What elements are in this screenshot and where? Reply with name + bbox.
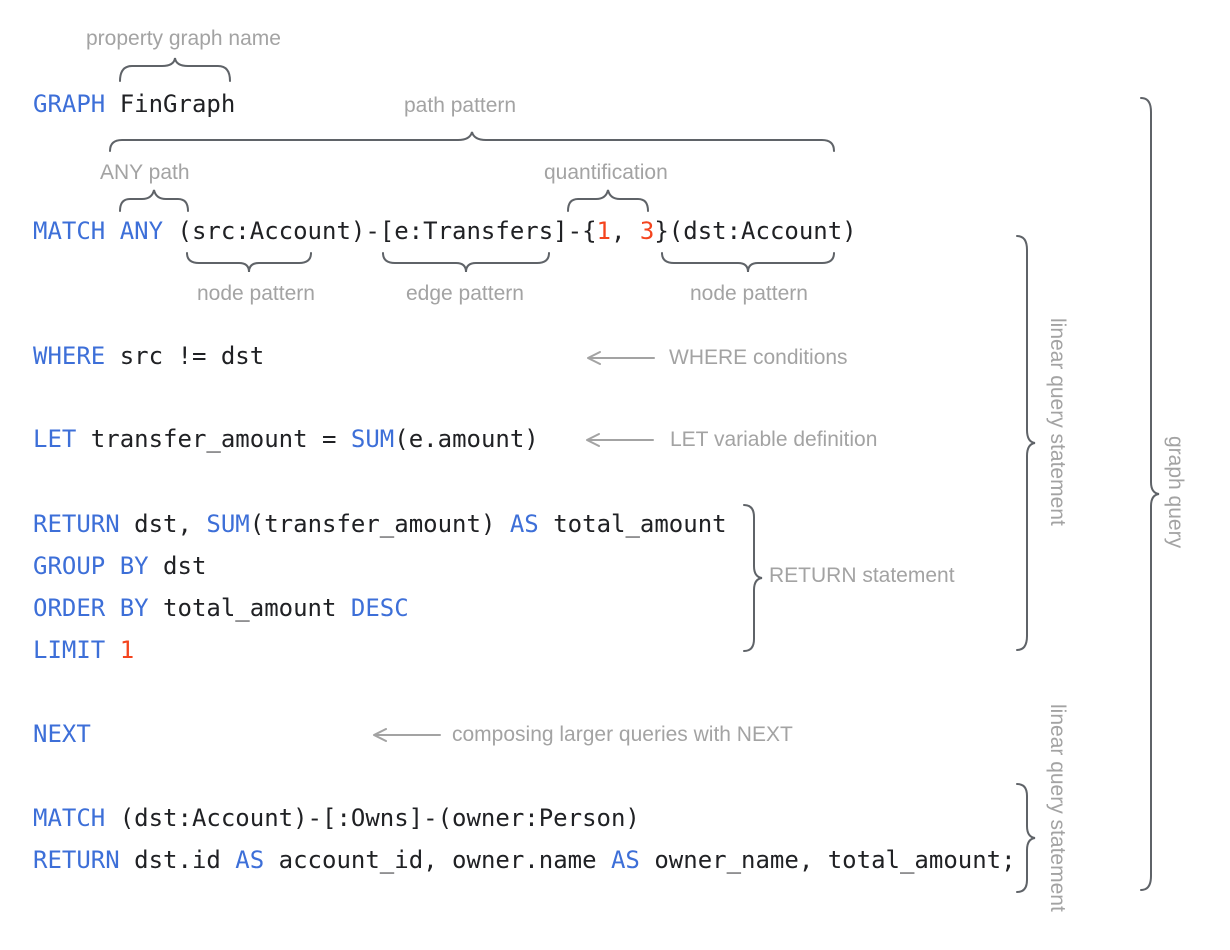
code-token-kw: LIMIT (33, 636, 106, 664)
code-line-return: RETURN dst, SUM(transfer_amount) AS tota… (33, 509, 727, 539)
code-line-match2: MATCH (dst:Account)-[:Owns]-(owner:Perso… (33, 803, 640, 833)
brace-quantification (567, 189, 649, 212)
code-token-kw: ORDER BY (33, 594, 149, 622)
code-token-plain: dst.id (119, 846, 236, 874)
brace-any-path (119, 189, 189, 212)
brace-node-pattern-left (186, 252, 312, 273)
annotation-graph-query: graph query (1164, 436, 1187, 549)
code-token-plain (105, 636, 119, 664)
annotation-path-pattern: path pattern (404, 94, 517, 117)
code-token-plain: (e.amount) (394, 425, 539, 453)
annotation-edge-pattern: edge pattern (406, 282, 524, 305)
code-token-plain: dst (148, 552, 207, 580)
code-token-kw: SUM (206, 510, 250, 538)
code-token-kw: AS (235, 846, 265, 874)
code-token-kw: NEXT (33, 720, 91, 748)
code-line-graph: GRAPH FinGraph (33, 89, 235, 119)
code-token-plain: (transfer_amount) (249, 510, 510, 538)
brace-linear-query-statement-2 (1016, 783, 1036, 893)
code-token-kw: RETURN (33, 510, 120, 538)
code-token-plain: , (610, 217, 640, 245)
annotation-any-path: ANY path (100, 161, 190, 184)
code-token-plain: FinGraph (105, 90, 236, 118)
code-token-kw: SUM (350, 425, 395, 453)
arrow-composing-with-next (373, 728, 441, 742)
code-token-plain: }(dst:Account) (654, 217, 857, 245)
code-token-kw: AS (509, 510, 539, 538)
annotation-node-pattern-right: node pattern (690, 282, 808, 305)
code-token-plain: (src:Account)-[e:Transfers]-{ (163, 217, 597, 245)
code-token-num: 1 (596, 217, 611, 245)
brace-edge-pattern (382, 252, 550, 273)
code-token-plain: account_id, owner.name (264, 846, 611, 874)
code-line-return2: RETURN dst.id AS account_id, owner.name … (33, 845, 1016, 875)
code-token-kw: GRAPH (33, 90, 106, 118)
annotation-node-pattern-left: node pattern (197, 282, 315, 305)
code-token-kw: MATCH (33, 804, 106, 832)
arrow-let-variable-definition (586, 433, 654, 447)
annotation-linear-query-statement-1: linear query statement (1046, 318, 1069, 526)
code-token-plain: (dst:Account)-[:Owns]-(owner:Person) (105, 804, 640, 832)
code-token-plain: dst, (119, 510, 207, 538)
code-line-order-by: ORDER BY total_amount DESC (33, 593, 409, 623)
code-token-kw: DESC (350, 594, 409, 622)
code-token-kw: LET (33, 425, 77, 453)
code-token-kw: WHERE (33, 342, 106, 370)
annotation-return-statement: RETURN statement (769, 564, 955, 587)
brace-node-pattern-right (661, 252, 835, 273)
code-line-next: NEXT (33, 719, 91, 749)
brace-path-pattern (109, 131, 835, 152)
arrow-where-conditions (587, 351, 655, 365)
code-line-limit: LIMIT 1 (33, 635, 134, 665)
annotation-composing-with-next: composing larger queries with NEXT (452, 723, 793, 746)
code-line-group-by: GROUP BY dst (33, 551, 206, 581)
code-token-num: 3 (639, 217, 655, 245)
code-line-match-any: MATCH ANY (src:Account)-[e:Transfers]-{1… (33, 216, 857, 246)
brace-return-statement (743, 504, 763, 652)
code-token-kw: GROUP BY (33, 552, 149, 580)
code-line-where: WHERE src != dst (33, 341, 264, 371)
code-token-plain: transfer_amount = (76, 425, 351, 453)
code-token-num: 1 (119, 636, 135, 664)
brace-graph-query (1140, 97, 1160, 891)
annotation-let-variable-definition: LET variable definition (670, 428, 878, 451)
brace-linear-query-statement-1 (1016, 235, 1036, 651)
code-token-plain: owner_name, total_amount; (639, 846, 1016, 874)
annotation-property-graph-name: property graph name (86, 27, 281, 50)
code-line-let: LET transfer_amount = SUM(e.amount) (33, 424, 539, 454)
annotation-linear-query-statement-2: linear query statement (1046, 704, 1069, 912)
code-token-plain: total_amount (538, 510, 727, 538)
code-token-kw: RETURN (33, 846, 120, 874)
code-token-plain: total_amount (148, 594, 351, 622)
code-token-plain: src != dst (105, 342, 265, 370)
code-token-kw: MATCH ANY (33, 217, 164, 245)
code-token-kw: AS (610, 846, 640, 874)
annotation-quantification: quantification (544, 161, 668, 184)
annotation-where-conditions: WHERE conditions (669, 346, 848, 369)
brace-property-graph-name (119, 57, 231, 82)
